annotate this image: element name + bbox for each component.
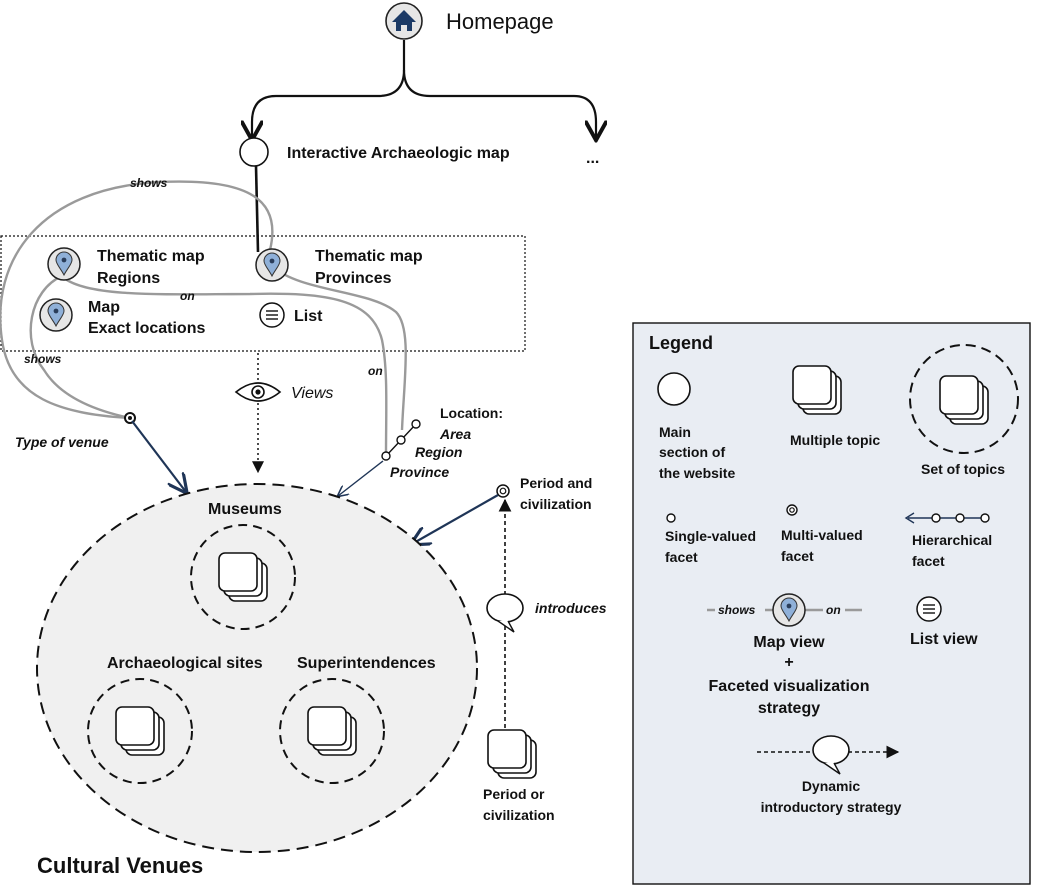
speech-bubble-icon (486, 593, 524, 633)
on-curve-right (271, 265, 407, 431)
legend-hierarchical-1: Hierarchical (912, 532, 992, 548)
legend-list-view: List view (910, 631, 978, 648)
edge-on-middle: on (180, 289, 195, 303)
archaeological-sites-label: Archaeological sites (107, 655, 263, 672)
legend-main-section-icon (657, 372, 691, 406)
cultural-venues-title: Cultural Venues (37, 853, 203, 878)
legend-single-valued-2: facet (665, 549, 698, 565)
views-box (0, 235, 526, 352)
thematic-regions-label-1: Thematic map (97, 248, 205, 265)
on-curve-middle (63, 277, 388, 456)
period-topic-label-1: Period or (483, 786, 545, 802)
map-exact-label-1: Map (88, 299, 120, 316)
location-area: Area (439, 426, 471, 442)
legend-set-stack-icon (939, 375, 989, 425)
map-exact-label-2: Exact locations (88, 320, 205, 337)
legend-main-section-3: the website (659, 465, 735, 481)
superintendences-label: Superintendences (297, 655, 436, 672)
location-region: Region (415, 444, 462, 460)
legend-map-view-4: strategy (758, 700, 820, 717)
map-section-ellipsis: ... (586, 150, 599, 167)
location-province: Province (390, 464, 449, 480)
legend-map-on: on (826, 603, 841, 617)
legend-set-of-topics-icon (909, 344, 1019, 454)
legend-single-valued-icon (666, 513, 676, 523)
legend-hierarchical-icon (904, 512, 990, 524)
location-arrow (338, 460, 384, 496)
legend-map-view-3: Faceted visualization (709, 678, 870, 695)
period-title-2: civilization (520, 496, 592, 512)
type-of-venue-arrow (131, 420, 186, 492)
legend-main-section-1: Main (659, 424, 691, 440)
legend-dynamic-1: Dynamic (802, 778, 861, 794)
legend-hierarchical-2: facet (912, 553, 945, 569)
list-label: List (294, 308, 323, 325)
legend-map-shows: shows (718, 603, 756, 617)
map-section-node[interactable] (239, 137, 269, 167)
homepage-node[interactable] (385, 2, 423, 40)
period-topic-stack-icon[interactable] (487, 729, 537, 779)
edge-shows-top: shows (130, 176, 168, 190)
museums-label: Museums (208, 501, 282, 518)
location-facet-icon[interactable] (411, 419, 421, 429)
legend-speech-bubble-icon (812, 735, 850, 775)
shows-curve-left (29, 274, 131, 420)
legend-multiple-topic-icon (792, 365, 842, 415)
museums-stack-icon (218, 552, 268, 602)
legend-map-pin-icon (772, 593, 806, 627)
legend-map-view-1: Map view (753, 634, 825, 651)
legend-main-section-2: section of (659, 444, 725, 460)
map-section-title: Interactive Archaeologic map (287, 145, 510, 162)
legend-multi-valued-2: facet (781, 548, 814, 564)
thematic-provinces-label-1: Thematic map (315, 248, 423, 265)
location-title: Location: (440, 405, 503, 421)
house-icon (392, 10, 416, 31)
legend-multi-valued-icon (786, 504, 798, 516)
legend-set-of-topics: Set of topics (921, 461, 1005, 477)
map-exact-pin-icon[interactable] (39, 298, 73, 332)
thematic-regions-label-2: Regions (97, 270, 160, 287)
legend-multi-valued-1: Multi-valued (781, 527, 863, 543)
section-to-views-line (254, 165, 260, 253)
period-topic-label-2: civilization (483, 807, 555, 823)
legend-map-view-2: + (784, 654, 793, 671)
eye-icon (234, 382, 282, 402)
thematic-regions-pin-icon[interactable] (47, 247, 81, 281)
legend-title: Legend (649, 333, 713, 353)
edge-shows-left: shows (24, 352, 62, 366)
period-title-1: Period and (520, 475, 592, 491)
legend-multiple-topic: Multiple topic (790, 432, 880, 448)
legend-single-valued-1: Single-valued (665, 528, 756, 544)
edge-introduces: introduces (535, 600, 607, 616)
homepage-branch-right (402, 69, 596, 138)
type-of-venue-label: Type of venue (15, 434, 109, 450)
superintendences-stack-icon (307, 706, 357, 756)
thematic-provinces-label-2: Provinces (315, 270, 392, 287)
edge-on-right: on (368, 364, 383, 378)
archaeological-sites-stack-icon (115, 706, 165, 756)
thematic-provinces-pin-icon[interactable] (255, 248, 289, 282)
legend-dynamic-2: introductory strategy (761, 799, 902, 815)
legend-list-icon (916, 596, 942, 622)
list-icon[interactable] (259, 302, 285, 328)
homepage-branch-left (252, 40, 406, 138)
period-arrow (412, 494, 499, 544)
shows-curve-top (0, 180, 274, 420)
homepage-title: Homepage (446, 9, 554, 34)
edge-views: Views (291, 385, 333, 402)
